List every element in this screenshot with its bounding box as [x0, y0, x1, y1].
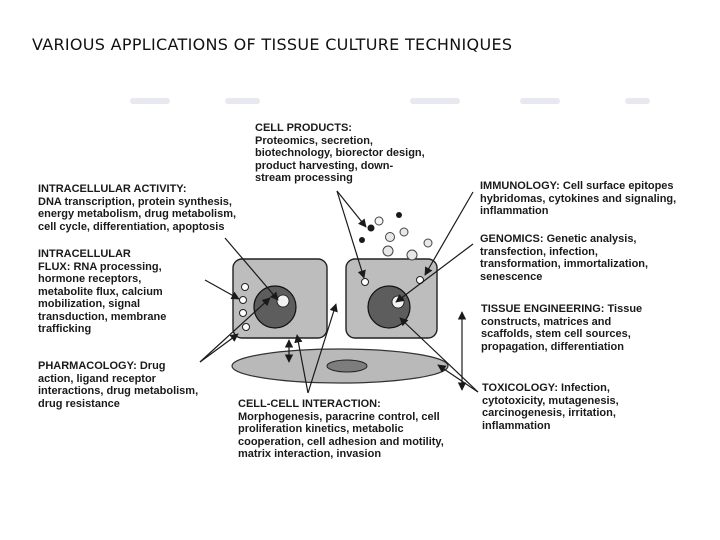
label-toxicology: TOXICOLOGY: Infection, cytotoxicity, mut… — [482, 382, 619, 432]
tissue-engineering-line: constructs, matrices and — [481, 315, 612, 328]
label-immunology: IMMUNOLOGY: Cell surface epitopes hybrid… — [480, 180, 676, 218]
decorative-smudge — [520, 98, 560, 104]
arrow-immunology — [424, 191, 474, 276]
arrow-pharmacology — [199, 297, 271, 363]
intracellular-flux-line: FLUX: RNA processing, — [38, 260, 162, 273]
product-bubble — [385, 232, 395, 242]
label-tissue-engineering: TISSUE ENGINEERING: Tissue constructs, m… — [481, 303, 642, 353]
immunology-line: inflammation — [480, 205, 549, 217]
substrate-cell — [326, 359, 368, 373]
cell-cell-interaction-line: cooperation, cell adhesion and motility, — [238, 435, 444, 448]
intracellular-flux-line: hormone receptors, — [38, 273, 142, 285]
intracellular-flux-line: trafficking — [38, 323, 92, 335]
arrow-cell-products — [336, 190, 366, 279]
product-bubble — [382, 245, 394, 257]
cell-cell-interaction-line: Morphogenesis, paracrine control, cell — [238, 410, 440, 423]
arrow-intracellular-flux — [204, 279, 240, 300]
product-dot — [367, 224, 375, 232]
genomics-line: senescence — [480, 270, 543, 283]
cell-products-line: product harvesting, down- — [255, 159, 394, 172]
cell-cell-interaction-line: proliferation kinetics, metabolic — [238, 423, 404, 435]
intracellular-activity-line: cell cycle, differentiation, apoptosis — [38, 220, 225, 233]
arrow-intracellular-activity — [224, 237, 279, 301]
cell-products-heading: CELL PRODUCTS: — [255, 122, 352, 134]
cell-products-line: biotechnology, biorector design, — [255, 147, 425, 159]
decorative-smudge — [130, 98, 170, 104]
left-vesicle — [239, 309, 247, 317]
tissue-engineering-line: scaffolds, stem cell sources, — [481, 328, 631, 340]
decorative-smudge — [625, 98, 650, 104]
toxicology-line: cytotoxicity, mutagenesis, — [482, 394, 619, 407]
pharmacology-line: interactions, drug metabolism, — [38, 385, 199, 397]
intracellular-activity-line: energy metabolism, drug metabolism, — [38, 208, 237, 220]
arrow-cell-cell-interaction — [294, 334, 309, 394]
pharmacology-line: drug resistance — [38, 397, 120, 410]
intracellular-flux-line: transduction, membrane — [38, 310, 167, 323]
left-nucleolus — [276, 294, 290, 308]
label-intracellular-activity: INTRACELLULAR ACTIVITY: DNA transcriptio… — [38, 183, 236, 233]
toxicology-line: inflammation — [482, 419, 551, 432]
decorative-smudge — [410, 98, 460, 104]
decorative-smudge — [225, 98, 260, 104]
cell-products-line: Proteomics, secretion, — [255, 134, 373, 147]
left-vesicle — [239, 296, 247, 304]
intracellular-flux-line: metabolite flux, calcium — [38, 285, 163, 298]
left-vesicle — [241, 283, 249, 291]
intracellular-flux-heading: INTRACELLULAR — [38, 248, 131, 260]
pharmacology-heading: PHARMACOLOGY: Drug — [38, 360, 166, 372]
toxicology-line: carcinogenesis, irritation, — [482, 407, 616, 419]
cell-cell-interaction-heading: CELL-CELL INTERACTION: — [238, 398, 381, 410]
tissue-engineering-line: propagation, differentiation — [481, 340, 624, 353]
arrow-pharmacology — [199, 333, 239, 363]
immunology-line: hybridomas, cytokines and signaling, — [480, 192, 677, 205]
right-vesicle — [361, 278, 369, 286]
product-bubble — [406, 249, 418, 261]
label-pharmacology: PHARMACOLOGY: Drug action, ligand recept… — [38, 360, 198, 410]
cell-products-line: stream processing — [255, 172, 353, 184]
label-intracellular-flux: INTRACELLULAR FLUX: RNA processing, horm… — [38, 248, 166, 336]
product-bubble — [423, 238, 433, 248]
label-cell-products: CELL PRODUCTS: Proteomics, secretion, bi… — [255, 122, 425, 185]
intracellular-flux-line: mobilization, signal — [38, 298, 141, 310]
product-dot — [359, 237, 365, 243]
cell-cell-interaction-line: matrix interaction, invasion — [238, 448, 382, 460]
genomics-heading: GENOMICS: Genetic analysis, — [480, 233, 637, 245]
immunology-heading: IMMUNOLOGY: Cell surface epitopes — [480, 180, 674, 192]
intracellular-activity-heading: INTRACELLULAR ACTIVITY: — [38, 183, 187, 195]
genomics-line: transfection, infection, — [480, 245, 598, 258]
arrow-toxicology — [437, 364, 479, 393]
slide-title: VARIOUS APPLICATIONS OF TISSUE CULTURE T… — [32, 35, 513, 54]
arrow-cell-cell-interaction — [307, 303, 338, 394]
genomics-line: transformation, immortalization, — [480, 258, 649, 270]
label-cell-cell-interaction: CELL-CELL INTERACTION: Morphogenesis, pa… — [238, 398, 444, 461]
toxicology-heading: TOXICOLOGY: Infection, — [482, 382, 610, 394]
pharmacology-line: action, ligand receptor — [38, 372, 156, 385]
intracellular-activity-line: DNA transcription, protein synthesis, — [38, 195, 232, 208]
product-dot — [396, 212, 402, 218]
arrow-genomics — [395, 243, 474, 303]
left-vesicle — [242, 323, 250, 331]
product-bubble — [399, 227, 409, 237]
product-bubble — [374, 216, 384, 226]
label-genomics: GENOMICS: Genetic analysis, transfection… — [480, 233, 648, 283]
tissue-engineering-heading: TISSUE ENGINEERING: Tissue — [481, 303, 643, 315]
arrow-cell-products — [336, 190, 367, 228]
